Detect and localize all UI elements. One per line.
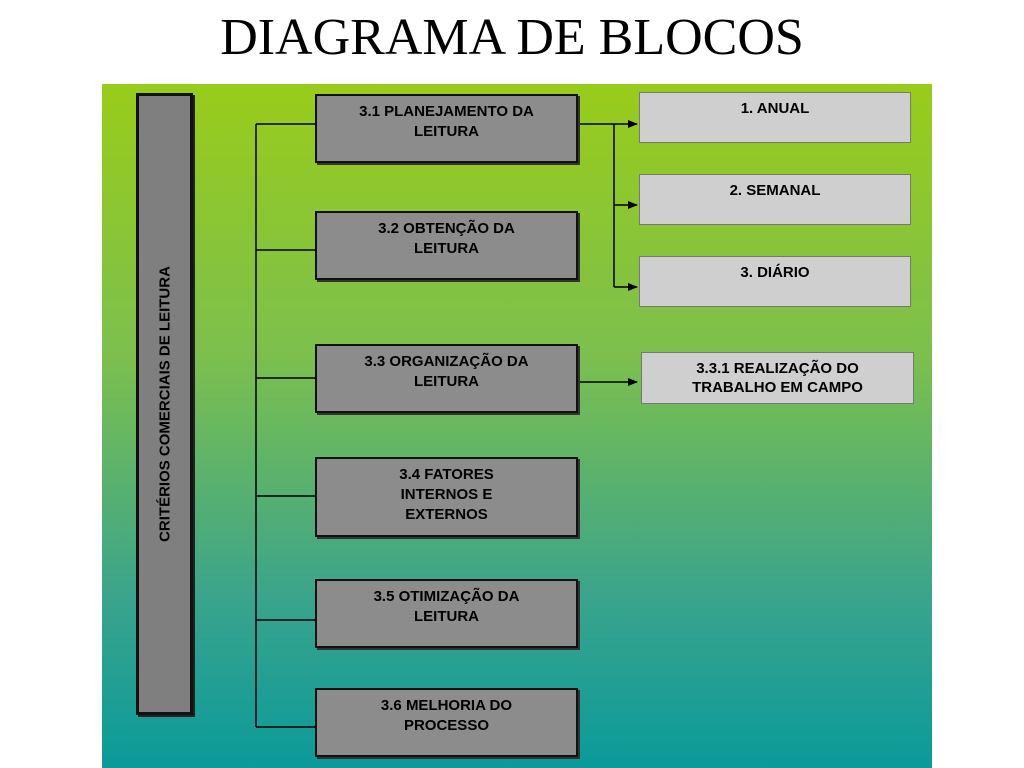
block-fatores: 3.4 FATORES INTERNOS E EXTERNOS [315, 457, 578, 537]
side-category-label: CRITÉRIOS COMERCIAIS DE LEITURA [156, 266, 173, 542]
side-category-bar: CRITÉRIOS COMERCIAIS DE LEITURA [136, 93, 193, 715]
block-label: 3.5 OTIMIZAÇÃO DA LEITURA [373, 588, 520, 625]
block-label: 3.2 OBTENÇÃO DA LEITURA [378, 220, 515, 257]
block-label: 3.4 FATORES INTERNOS E EXTERNOS [399, 466, 494, 523]
block-planejamento: 3.1 PLANEJAMENTO DA LEITURA [315, 94, 578, 163]
block-melhoria: 3.6 MELHORIA DO PROCESSO [315, 688, 578, 757]
sub-block-semanal: 2. SEMANAL [639, 174, 911, 225]
sub-block-label: 2. SEMANAL [729, 182, 821, 199]
sub-block-label: 3. DIÁRIO [740, 264, 810, 281]
block-otimizacao: 3.5 OTIMIZAÇÃO DA LEITURA [315, 579, 578, 648]
block-label: 3.3 ORGANIZAÇÃO DA LEITURA [364, 353, 529, 390]
block-organizacao: 3.3 ORGANIZAÇÃO DA LEITURA [315, 344, 578, 413]
sub-block-diario: 3. DIÁRIO [639, 256, 911, 307]
sub-block-label: 1. ANUAL [740, 100, 810, 117]
block-label: 3.6 MELHORIA DO PROCESSO [380, 697, 513, 734]
sub-block-anual: 1. ANUAL [639, 92, 911, 143]
page-title: DIAGRAMA DE BLOCOS [220, 9, 804, 66]
sub-block-label: 3.3.1 REALIZAÇÃO DO TRABALHO EM CAMPO [692, 360, 863, 396]
sub-block-campo: 3.3.1 REALIZAÇÃO DO TRABALHO EM CAMPO [641, 352, 914, 404]
block-label: 3.1 PLANEJAMENTO DA LEITURA [359, 103, 534, 140]
block-obtencao: 3.2 OBTENÇÃO DA LEITURA [315, 211, 578, 280]
